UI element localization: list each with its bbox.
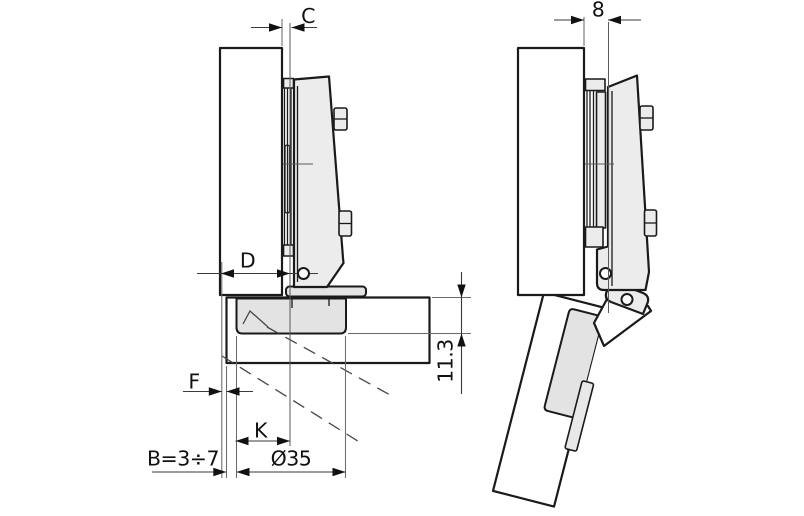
cabinet-panel <box>218 46 284 297</box>
cup-hole-open <box>543 308 604 420</box>
dim-label-d: D <box>240 249 255 273</box>
arm-screw <box>338 210 353 237</box>
hinge-arm-open <box>595 74 651 292</box>
arm-screw <box>643 209 658 237</box>
drill-mark <box>242 309 269 328</box>
arm-screw <box>639 105 654 131</box>
dim-label-8: 8 <box>592 0 605 22</box>
dim-label-k: K <box>254 419 268 443</box>
dim-label-cup-depth: 11.3 <box>434 339 458 383</box>
dim-label-b-range: B=3÷7 <box>147 447 219 471</box>
dim-label-diameter: Ø35 <box>271 447 312 471</box>
pivot-pin <box>599 267 612 280</box>
mounting-plate <box>282 77 295 257</box>
open-view <box>491 46 658 508</box>
door-open-group <box>491 291 607 508</box>
phantom-line <box>266 326 392 397</box>
dim-label-f: F <box>188 370 199 394</box>
extension-lines <box>221 17 609 478</box>
dimension-lines <box>152 15 641 477</box>
mounting-plate-open <box>584 78 607 248</box>
pivot-pin <box>297 267 310 280</box>
dim-label-c: C <box>301 4 315 28</box>
pivot-pin <box>620 293 634 306</box>
dimension-labels: C 8 D F K Ø35 B=3÷7 11.3 <box>147 0 605 471</box>
cabinet-panel-open <box>516 46 586 297</box>
arm-screw <box>333 107 348 131</box>
phantom-line <box>221 355 362 444</box>
closed-view <box>218 46 431 444</box>
cup-boss <box>564 380 595 452</box>
cup-hole <box>235 297 347 335</box>
